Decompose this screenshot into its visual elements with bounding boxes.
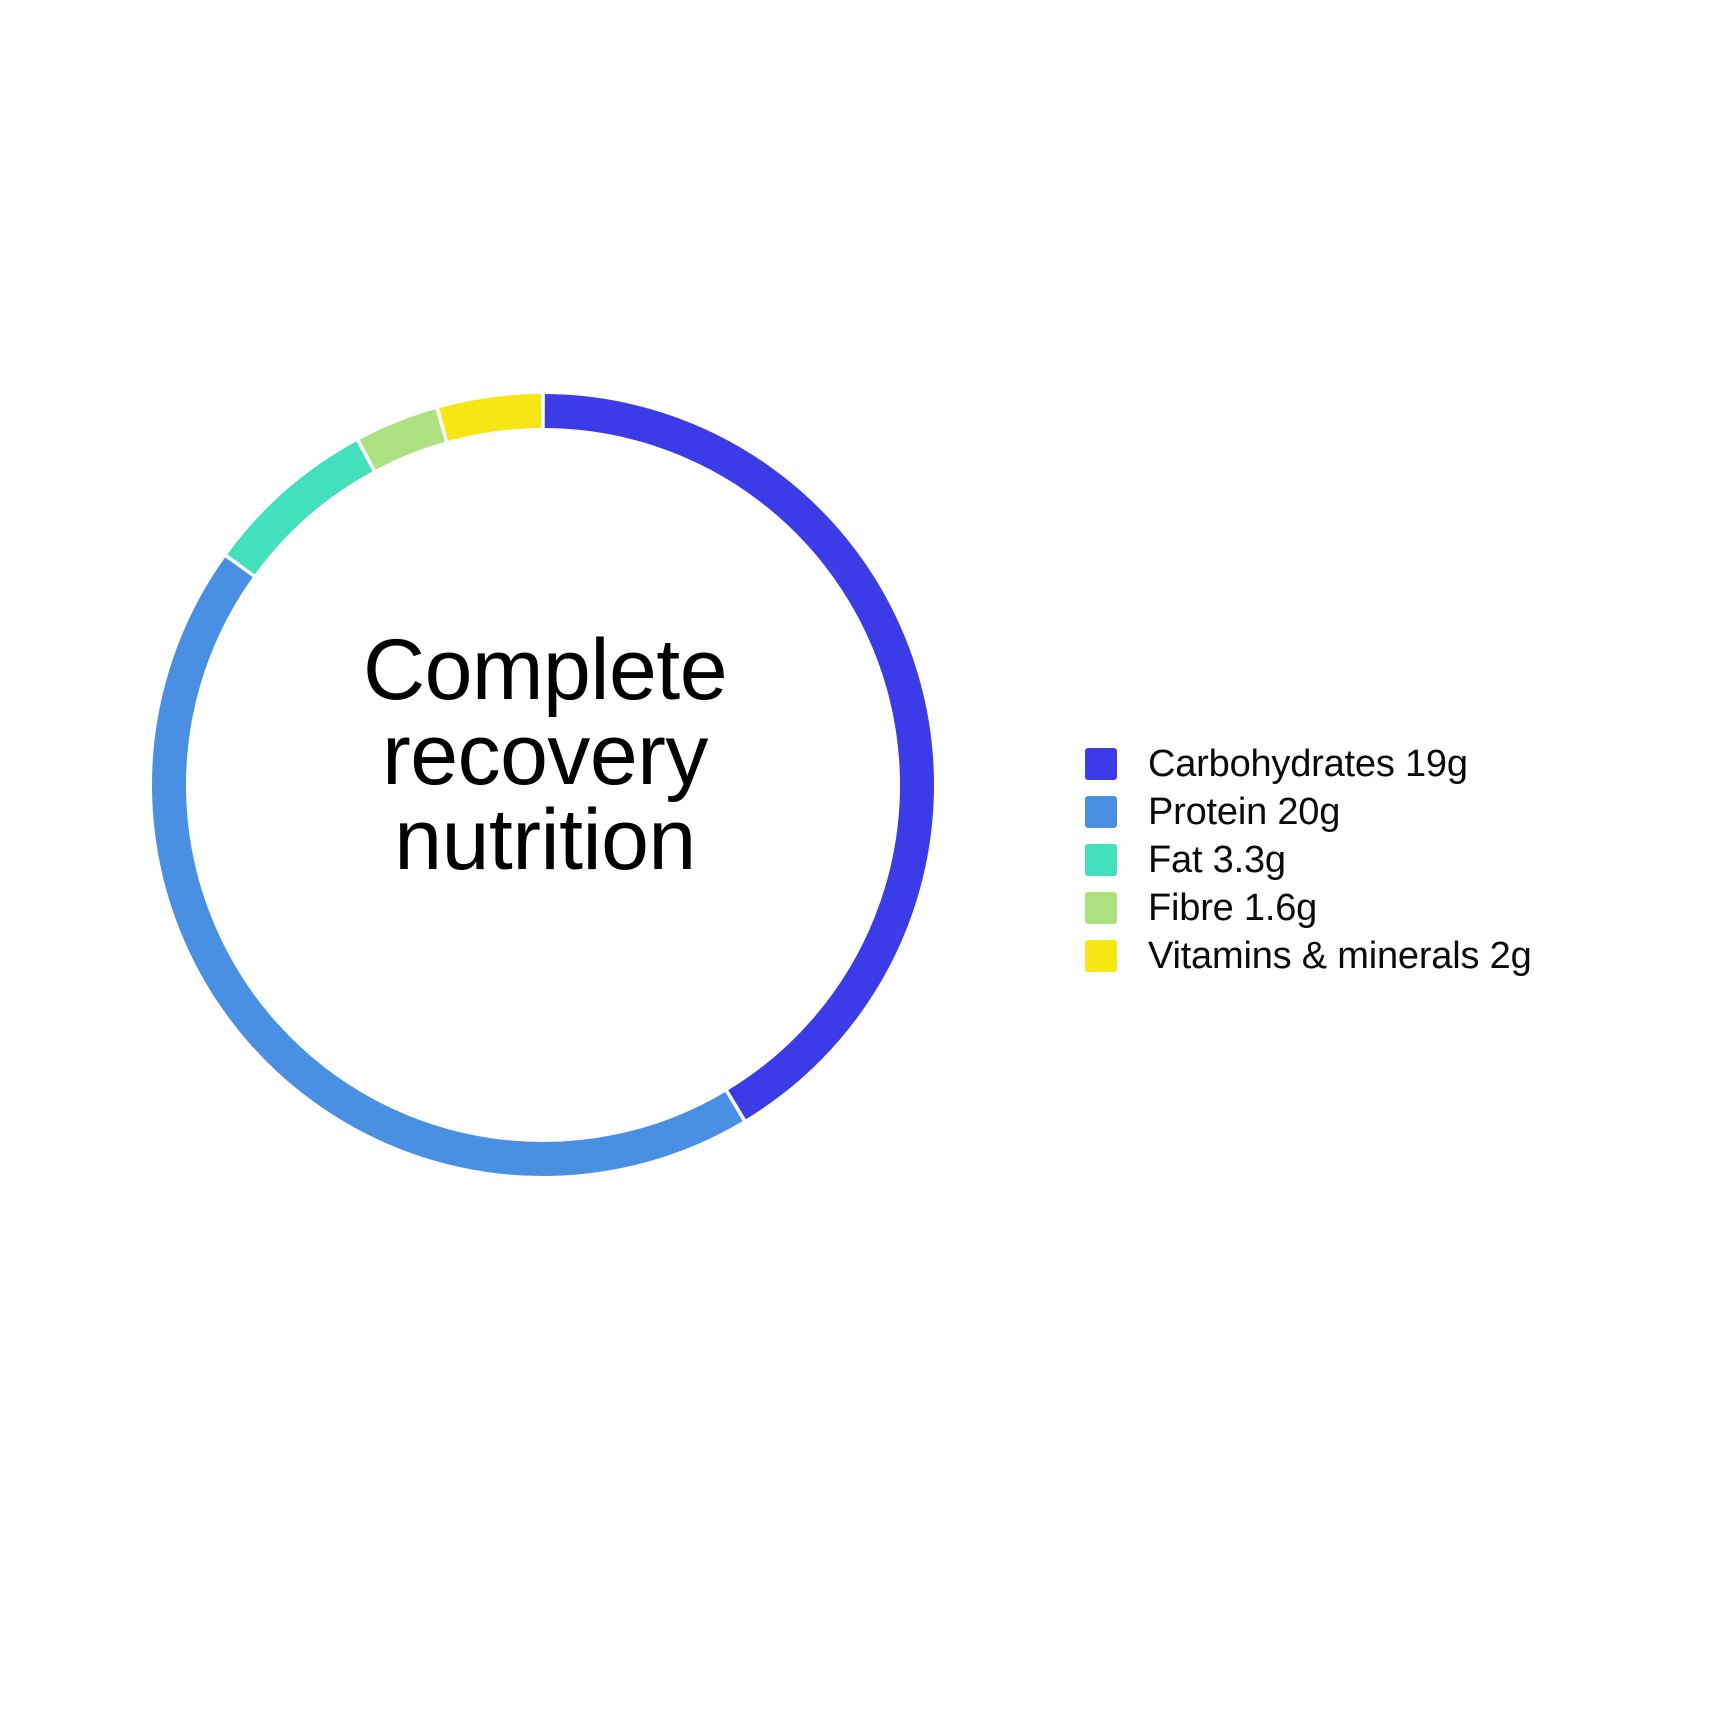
- legend-swatch-icon-carbohydrates: [1085, 748, 1117, 780]
- legend-label-protein: Protein 20g: [1148, 791, 1341, 833]
- legend-item-fat[interactable]: Fat 3.3g: [1085, 836, 1532, 884]
- legend-swatch-icon-vitamins-minerals: [1085, 940, 1117, 972]
- legend-label-vitamins-minerals: Vitamins & minerals 2g: [1148, 935, 1532, 977]
- legend-swatch-icon-protein: [1085, 796, 1117, 828]
- donut-segment[interactable]: [359, 409, 446, 470]
- donut-segment[interactable]: [152, 557, 743, 1176]
- donut-segment[interactable]: [227, 441, 373, 575]
- legend-item-vitamins-minerals[interactable]: Vitamins & minerals 2g: [1085, 932, 1532, 980]
- legend-label-carbohydrates: Carbohydrates 19g: [1148, 743, 1468, 785]
- legend-label-fibre: Fibre 1.6g: [1148, 887, 1318, 929]
- legend-item-fibre[interactable]: Fibre 1.6g: [1085, 884, 1532, 932]
- donut-segment[interactable]: [544, 394, 934, 1120]
- chart-legend: Carbohydrates 19g Protein 20g Fat 3.3g F…: [1085, 740, 1532, 980]
- donut-segment[interactable]: [439, 394, 542, 441]
- donut-chart: [148, 390, 938, 1180]
- legend-swatch-icon-fat: [1085, 844, 1117, 876]
- legend-item-protein[interactable]: Protein 20g: [1085, 788, 1532, 836]
- donut-segment-group: [152, 394, 934, 1176]
- donut-chart-svg: [152, 394, 934, 1176]
- legend-label-fat: Fat 3.3g: [1148, 839, 1286, 881]
- legend-swatch-icon-fibre: [1085, 892, 1117, 924]
- legend-item-carbohydrates[interactable]: Carbohydrates 19g: [1085, 740, 1532, 788]
